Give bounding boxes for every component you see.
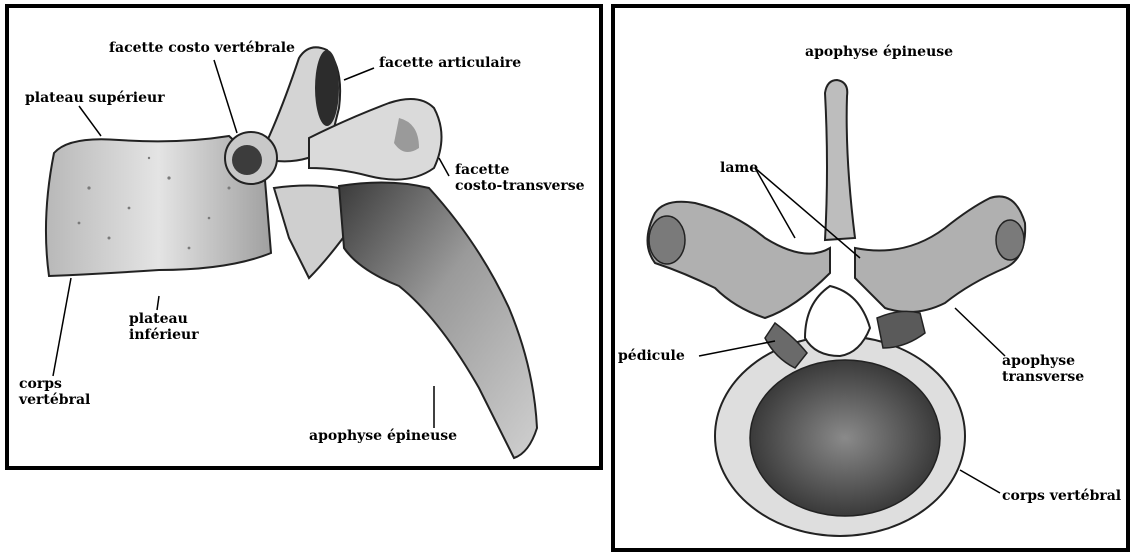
label-apophyse-transverse: apophyse transverse bbox=[1002, 353, 1084, 385]
label-corps-vertebral: corps vertébral bbox=[19, 376, 90, 408]
superior-vertebra-drawing bbox=[615, 8, 1126, 548]
label-facette-costo-vertebrale: facette costo vertébrale bbox=[109, 40, 295, 56]
label-pedicule: pédicule bbox=[618, 348, 685, 364]
vertebral-foramen bbox=[805, 286, 870, 356]
lateral-view-panel: facette costo vertébrale facette articul… bbox=[5, 4, 603, 470]
label-facette-costo-transverse: facette costo-transverse bbox=[455, 162, 585, 194]
superior-view-panel: apophyse épineuse lame pédicule apophyse… bbox=[611, 4, 1130, 552]
label-facette-articulaire: facette articulaire bbox=[379, 55, 521, 71]
label-apophyse-epineuse: apophyse épineuse bbox=[309, 428, 457, 444]
label-plateau-inferieur: plateau inférieur bbox=[129, 311, 199, 343]
lateral-vertebra-drawing bbox=[9, 8, 599, 466]
cancellous-bone bbox=[750, 360, 940, 516]
label-plateau-superieur: plateau supérieur bbox=[25, 90, 165, 106]
spinous-process-top bbox=[825, 80, 855, 240]
articular-facet-shape bbox=[315, 50, 339, 126]
label-apophyse-epineuse-top: apophyse épineuse bbox=[805, 44, 953, 60]
label-corps-vertebral-top: corps vertébral bbox=[1002, 488, 1121, 504]
label-lame: lame bbox=[720, 160, 758, 176]
spinous-process-shape bbox=[339, 182, 537, 458]
